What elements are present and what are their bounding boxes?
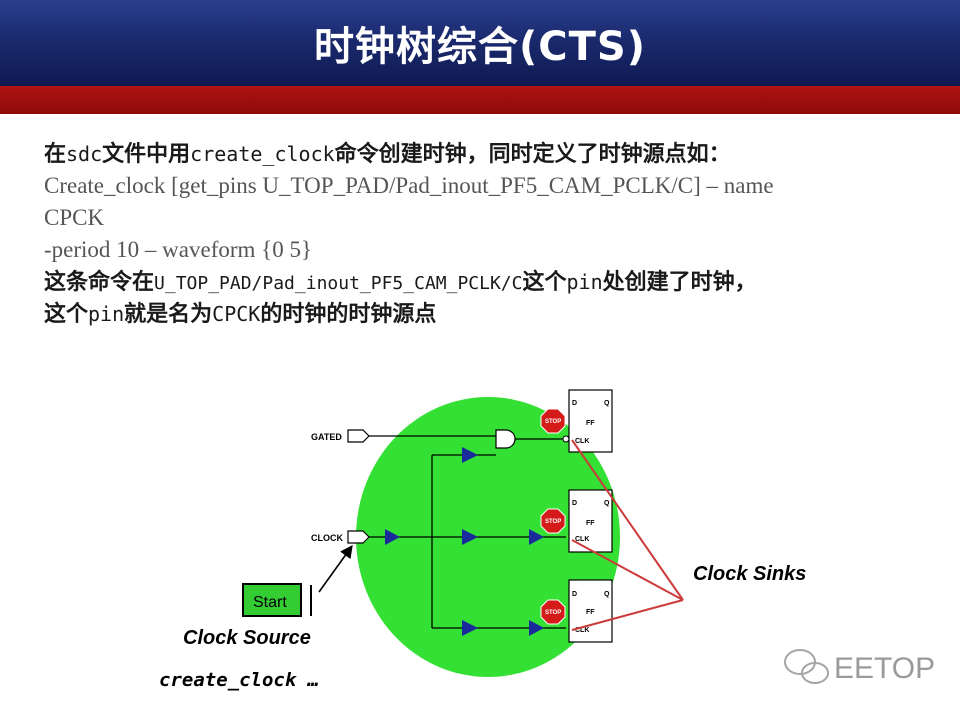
- gated-port: [347, 429, 370, 443]
- text-fragment: 这个: [522, 270, 567, 295]
- ff-pin-d: D: [572, 500, 577, 507]
- sink-pointer: [571, 539, 684, 601]
- text-fragment: 处创建了时钟，: [602, 270, 757, 295]
- stop-label: STOP: [545, 610, 561, 616]
- ff-name: FF: [586, 609, 595, 616]
- text-fragment: 这个: [44, 302, 89, 327]
- text-fragment: 的时钟的时钟源点: [260, 302, 437, 327]
- text-fragment: sdc: [66, 142, 103, 166]
- buffer-icon: [529, 620, 544, 636]
- stop-sign-icon: STOP: [540, 599, 566, 625]
- text-line-6: 这个pin就是名为CPCK的时钟的时钟源点: [44, 298, 944, 330]
- watermark: EETOP: [784, 649, 935, 685]
- buffer-icon: [462, 620, 478, 636]
- watermark-text: EETOP: [834, 652, 935, 685]
- create-clock-label: create_clock …: [159, 669, 319, 691]
- buffer-icon: [462, 447, 478, 463]
- text-line-1: 在sdc文件中用create_clock命令创建时钟，同时定义了时钟源点如：: [44, 138, 944, 170]
- text-fragment: 文件中用: [102, 142, 191, 167]
- sink-pointer: [571, 599, 684, 631]
- ff-pin-clk: CLK: [575, 627, 589, 634]
- ff-name: FF: [586, 520, 595, 527]
- slide-title: 时钟树综合(CTS): [313, 24, 646, 70]
- text-fragment: pin: [566, 270, 603, 294]
- ff-pin-d: D: [572, 591, 577, 598]
- code-line-1: Create_clock [get_pins U_TOP_PAD/Pad_ino…: [44, 173, 774, 198]
- stop-label: STOP: [545, 519, 561, 525]
- text-fragment: create_clock: [190, 142, 335, 166]
- ff-pin-q: Q: [604, 500, 610, 507]
- code-line-2: CPCK: [44, 205, 105, 230]
- ff-pin-q: Q: [604, 400, 610, 407]
- buffer-icon: [385, 529, 400, 545]
- clock-source-label: Clock Source: [183, 627, 311, 649]
- text-fragment: 命令创建时钟，同时定义了时钟源点如：: [334, 142, 731, 167]
- flip-flop-3: [568, 579, 613, 643]
- text-fragment: 这条命令在: [44, 270, 155, 295]
- text-fragment: U_TOP_PAD/Pad_inout_PF5_CAM_PCLK/C: [154, 273, 523, 294]
- text-fragment: pin: [88, 302, 125, 326]
- ff-pin-q: Q: [604, 591, 610, 598]
- start-label: Start: [253, 594, 287, 611]
- clock-sinks-label: Clock Sinks: [693, 563, 806, 585]
- text-fragment: CPCK: [212, 302, 261, 326]
- stop-label: STOP: [545, 419, 561, 425]
- start-box: [242, 583, 302, 617]
- ff-pin-d: D: [572, 400, 577, 407]
- text-line-5: 这条命令在U_TOP_PAD/Pad_inout_PF5_CAM_PCLK/C这…: [44, 266, 944, 298]
- body-text: 在sdc文件中用create_clock命令创建时钟，同时定义了时钟源点如： C…: [44, 138, 944, 330]
- sink-pointer: [571, 439, 684, 601]
- buffer-icon: [529, 529, 544, 545]
- and-gate-icon: [495, 429, 516, 449]
- ff-pin-clk: CLK: [575, 536, 589, 543]
- title-bar: [0, 0, 960, 87]
- stop-sign-icon: STOP: [540, 408, 566, 434]
- text-fragment: 在: [44, 142, 67, 167]
- wechat-icon: [784, 649, 829, 684]
- clock-port: [347, 530, 370, 544]
- inverter-bubble: [562, 435, 570, 443]
- buffer-icon: [462, 529, 478, 545]
- ff-pin-clk: CLK: [575, 438, 589, 445]
- title-accent-band: [0, 86, 960, 114]
- source-pointer: [318, 544, 353, 593]
- flip-flop-1: [568, 389, 613, 453]
- gated-port-label: GATED: [311, 432, 342, 442]
- clock-port-label: CLOCK: [311, 533, 343, 543]
- stop-sign-icon: STOP: [540, 508, 566, 534]
- text-fragment: 就是名为: [124, 302, 213, 327]
- code-line-3: -period 10 – waveform {0 5}: [44, 237, 312, 262]
- ff-name: FF: [586, 420, 595, 427]
